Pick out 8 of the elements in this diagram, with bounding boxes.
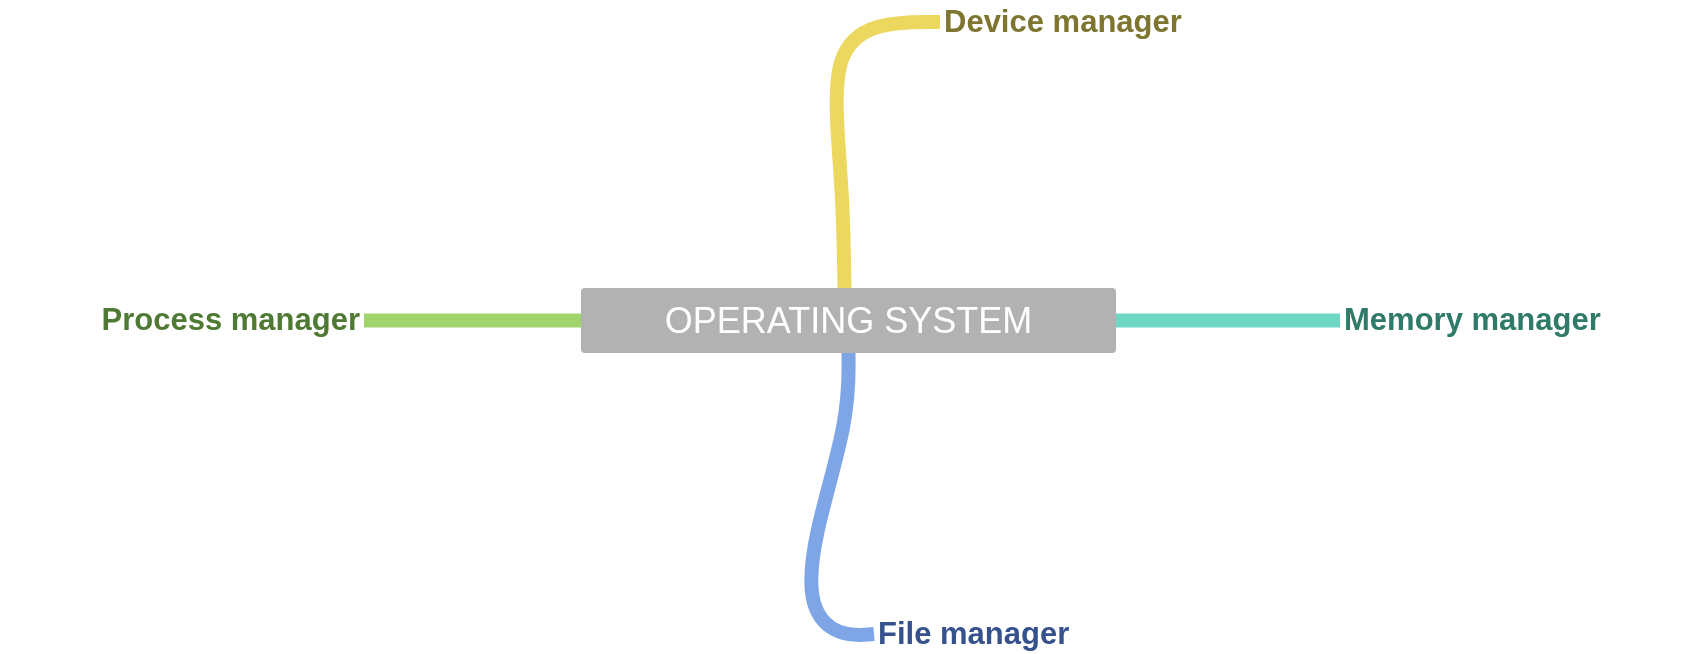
topic-label: Device manager: [944, 4, 1182, 40]
topic-label: File manager: [878, 616, 1070, 652]
topic-label: Memory manager: [1344, 302, 1601, 338]
topic-label: Process manager: [101, 302, 360, 338]
central-topic-box: OPERATING SYSTEM: [581, 288, 1116, 353]
branch-connector: [364, 313, 581, 328]
branch-connector: [1116, 313, 1340, 328]
branch-connector: [829, 15, 940, 289]
